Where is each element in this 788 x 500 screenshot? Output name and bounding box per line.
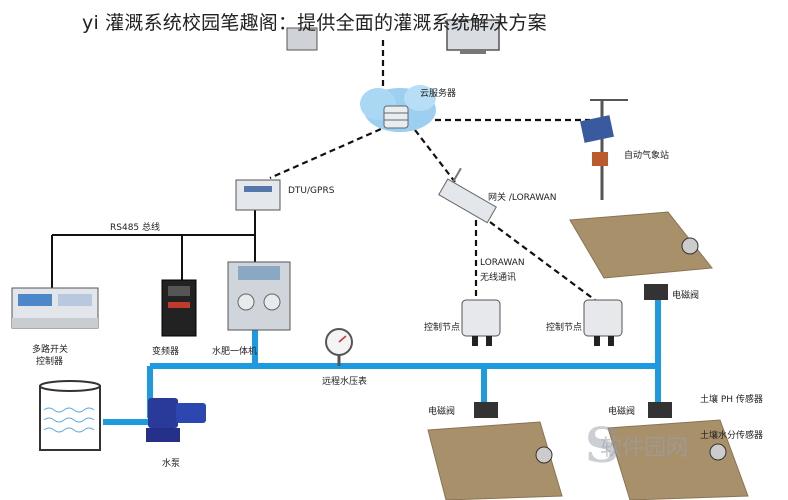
watermark-letter: S (585, 418, 620, 474)
multi-switch-label: 多路开关 (32, 345, 69, 355)
fertigation-label: 水肥一体机 (212, 347, 258, 357)
watermark-text: 软件园网 (600, 436, 689, 461)
cloud-server-icon (360, 85, 436, 132)
pump-label: 水泵 (162, 459, 181, 469)
cloud-server-label: 云服务器 (420, 89, 457, 99)
wireless-label: 无线通讯 (480, 273, 517, 283)
inverter-icon (161, 279, 197, 337)
monitor-icon (286, 19, 500, 54)
farm-field-bottom-left (427, 421, 563, 500)
gateway-icon (438, 167, 497, 224)
dtu-gprs-icon (235, 179, 281, 211)
rs485-bus (51, 210, 256, 288)
farm-field-top (569, 211, 713, 279)
solenoid-label-right: 电磁阀 (608, 407, 636, 417)
lorawan-label: LORAWAN (480, 258, 525, 268)
pressure-gauge-label: 远程水压表 (322, 377, 368, 387)
water-pump-icon (146, 398, 206, 442)
control-node-label-1: 控制节点 (424, 323, 461, 333)
control-node-icon (461, 299, 501, 346)
weather-station-label: 自动气象站 (624, 151, 670, 161)
water-tank-icon (39, 380, 101, 451)
soil-ph-label: 土壤 PH 传感器 (700, 395, 763, 405)
page-title: yi 灌溉系统校园笔趣阁：提供全面的灌溉系统解决方案 (82, 12, 547, 34)
solenoid-label-mid: 电磁阀 (428, 407, 456, 417)
farm-field-bottom-right (607, 419, 749, 500)
gateway-label: 网关 /LORAWAN (488, 193, 557, 203)
rs485-label: RS485 总线 (110, 223, 161, 233)
pressure-gauge-icon (325, 328, 353, 366)
dtu-label: DTU/GPRS (288, 186, 335, 196)
wireless-links (269, 40, 596, 301)
control-node-icon (583, 299, 623, 346)
control-node-label-2: 控制节点 (546, 323, 583, 333)
multi-switch-controller-icon (11, 287, 99, 329)
weather-station-icon (580, 99, 628, 200)
solenoid-label-top: 电磁阀 (672, 291, 700, 301)
solenoid-valve-icon (474, 284, 672, 418)
soil-moisture-label: 土壤水分传感器 (700, 431, 764, 441)
multi-switch-controller-label: 控制器 (36, 357, 64, 367)
fertigation-machine-icon (227, 261, 291, 331)
water-pipes (103, 290, 661, 425)
inverter-label: 变频器 (152, 347, 180, 357)
